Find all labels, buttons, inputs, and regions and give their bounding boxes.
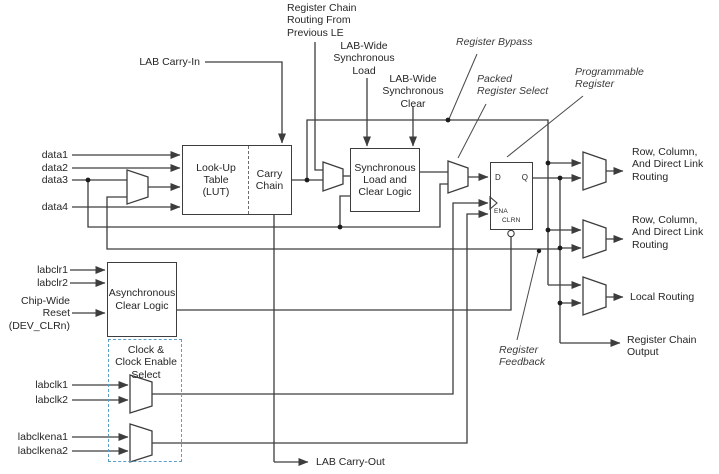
output-mux-row-column-1 [582,151,607,191]
packed-register-select-mux [447,160,469,194]
sync-load-clear-block: Synchronous Load and Clear Logic [350,148,420,212]
annotation-pointers [448,53,584,341]
lut-block-label: Look-Up Table (LUT) [196,161,236,199]
input-label-data1: data1 [41,149,68,161]
input-label-labclr2: labclr2 [37,277,68,289]
input-label-labclk1: labclk1 [35,379,68,391]
output-label-local-routing: Local Routing [630,291,695,303]
mux-shapes [126,151,607,463]
register-clrn-port-label: CLRN [502,217,521,224]
output-label-row-column-1: Row, Column, And Direct Link Routing [632,146,704,183]
register-q-port-label: Q [521,173,528,182]
input-label-labclk2: labclk2 [35,394,68,406]
annotation-register-feedback: Register Feedback [499,344,546,369]
register-ena-port-label: ENA [494,208,508,215]
register-d-port-label: D [495,173,501,182]
label-lab-wide-sync-load: LAB-Wide Synchronous Load [333,40,395,77]
annotation-programmable-register: Programmable Register [575,66,644,91]
input-label-labclkena1: labclkena1 [17,431,68,443]
junction-dots [85,117,563,306]
label-register-chain-in: Register Chain Routing From Previous LE [287,2,357,39]
programmable-register-block: D Q ENA CLRN [490,162,533,230]
clock-enable-select-block: Clock & Clock Enable Select [108,339,182,462]
carry-chain-block-label: Carry Chain [248,146,290,214]
clock-select-mux [129,374,153,414]
input-label-data4: data4 [41,201,68,213]
label-lab-wide-sync-clear: LAB-Wide Synchronous Clear [382,73,444,110]
input-label-chip-wide-reset: Chip-Wide Reset (DEV_CLRn) [8,295,70,332]
clock-enable-select-mux [129,423,153,463]
input-label-labclkena2: labclkena2 [17,445,68,457]
output-mux-row-column-2 [582,219,607,259]
output-label-register-chain-out: Register Chain Output [627,334,697,359]
wires [70,42,624,466]
annotation-packed-register-select: Packed Register Select [477,73,549,98]
input-label-labclr1: labclr1 [37,264,68,276]
output-label-lab-carry-out: LAB Carry-Out [316,456,385,468]
input-label-data2: data2 [41,162,68,174]
output-mux-local [582,276,607,316]
clrn-inversion-bubble-icon [507,229,515,238]
output-label-row-column-2: Row, Column, And Direct Link Routing [632,214,704,251]
annotation-register-bypass: Register Bypass [456,36,533,48]
input-label-data3: data3 [41,174,68,186]
label-lab-carry-in: LAB Carry-In [139,56,200,68]
sync-input-mux [322,161,344,192]
feedback-select-mux [126,169,149,205]
lut-carry-block: Look-Up Table (LUT) Carry Chain [182,145,292,215]
clock-enable-select-label: Clock & Clock Enable Select [115,344,177,381]
async-clear-block: Asynchronous Clear Logic [107,262,177,337]
